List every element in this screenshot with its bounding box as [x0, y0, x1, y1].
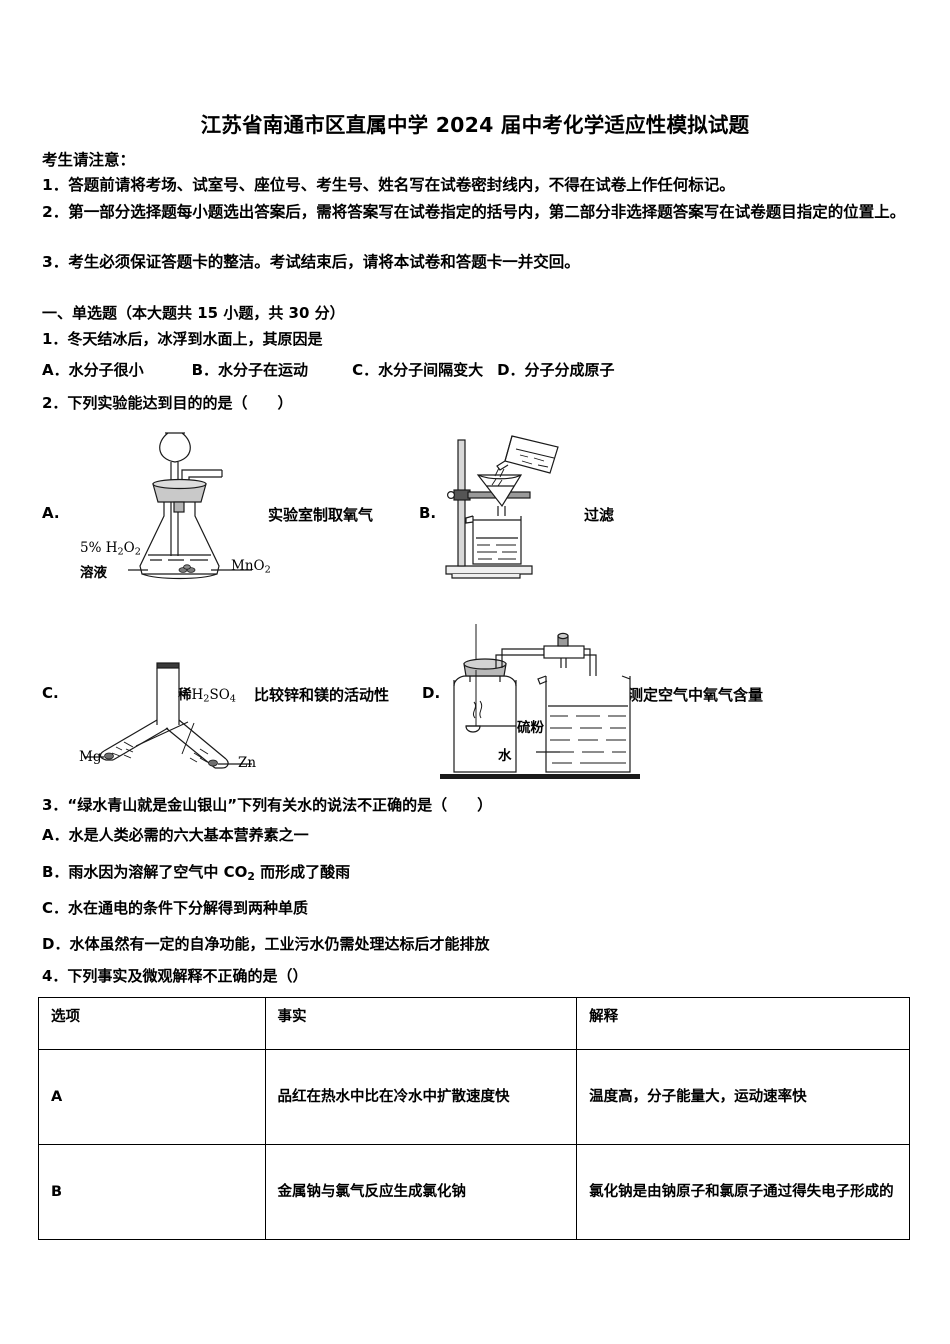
choice-letter-b: B.	[419, 504, 437, 522]
question-3-stem: 3．“绿水青山就是金山银山”下列有关水的说法不正确的是（ ）	[42, 796, 493, 814]
label-h2o2-solution-formula: 5% H2O2	[80, 540, 141, 558]
oxygen-content-apparatus-svg	[440, 624, 640, 779]
table-cell-option-b: B	[38, 1144, 266, 1240]
label-magnesium: Mg	[79, 749, 102, 765]
notice-line-3: 3．考生必须保证答题卡的整洁。考试结束后，请将本试卷和答题卡一并交回。	[42, 253, 580, 271]
figure-filtration	[442, 428, 572, 580]
question-1-stem: 1．冬天结冰后，冰浮到水面上，其原因是	[42, 330, 323, 348]
page-title: 江苏省南通市区直属中学 2024 届中考化学适应性模拟试题	[200, 113, 750, 137]
q3-option-c: C．水在通电的条件下分解得到两种单质	[42, 899, 309, 917]
table-row: B 金属钠与氯气反应生成氯化钠 氯化钠是由钠原子和氯原子通过得失电子形成的	[38, 1144, 910, 1240]
label-dilute-sulfuric-acid: 稀H2SO4	[178, 687, 236, 705]
y-tube-apparatus-svg	[84, 662, 252, 769]
notice-line-1: 1．答题前请将考场、试室号、座位号、考生号、姓名写在试卷密封线内，不得在试卷上作…	[42, 176, 735, 194]
choice-caption-a: 实验室制取氧气	[268, 506, 374, 524]
notice-heading: 考生请注意：	[42, 151, 136, 169]
q3-option-d: D．水体虽然有一定的自净功能，工业污水仍需处理达标后才能排放	[42, 935, 490, 953]
figure-oxygen-preparation	[128, 424, 288, 584]
question-4-stem: 4．下列事实及微观解释不正确的是（）	[42, 967, 308, 985]
table-cell-fact-b: 金属钠与氯气反应生成氯化钠	[264, 1144, 578, 1240]
choice-caption-c: 比较锌和镁的活动性	[254, 686, 390, 704]
label-mno2-catalyst: MnO2	[231, 558, 271, 576]
label-zinc: Zn	[238, 755, 257, 771]
label-sulfur-powder: 硫粉	[517, 720, 544, 736]
table-row: A 品红在热水中比在冷水中扩散速度快 温度高，分子能量大，运动速率快	[38, 1049, 910, 1145]
table-header-row: 选项 事实 解释	[38, 997, 910, 1050]
table-header-explanation: 解释	[576, 997, 910, 1050]
label-h2o2-solution-cn: 溶液	[80, 565, 107, 581]
table-cell-fact-a: 品红在热水中比在冷水中扩散速度快	[264, 1049, 578, 1145]
figure-oxygen-content	[440, 624, 655, 784]
table-cell-option-a: A	[38, 1049, 266, 1145]
oxygen-apparatus-svg	[128, 432, 252, 580]
table-cell-explanation-b: 氯化钠是由钠原子和氯原子通过得失电子形成的	[576, 1144, 910, 1240]
choice-caption-b: 过滤	[584, 506, 615, 524]
question-1-options: A．水分子很小 B．水分子在运动 C．水分子间隔变大 D．分子分成原子	[42, 359, 615, 380]
choice-letter-d: D.	[422, 684, 441, 702]
fact-explanation-table: 选项 事实 解释 A 品红在热水中比在冷水中扩散速度快 温度高，分子能量大，运动…	[38, 997, 910, 1240]
label-water: 水	[498, 748, 512, 764]
question-2-stem: 2．下列实验能达到目的的是（ ）	[42, 394, 293, 412]
section-heading: 一、单选题（本大题共 15 小题，共 30 分）	[42, 304, 345, 322]
filtration-apparatus-svg	[445, 435, 559, 579]
q1-option-c: C．水分子间隔变大	[352, 361, 484, 379]
q3-option-a: A．水是人类必需的六大基本营养素之一	[42, 826, 309, 844]
choice-letter-a: A.	[42, 504, 60, 522]
q1-option-d: D．分子分成原子	[497, 361, 615, 379]
notice-line-2: 2．第一部分选择题每小题选出答案后，需将答案写在试卷指定的括号内，第二部分非选择…	[42, 203, 906, 221]
choice-caption-d: 测定空气中氧气含量	[628, 686, 764, 704]
q3-option-b: B．雨水因为溶解了空气中 CO2 而形成了酸雨	[42, 863, 351, 884]
table-cell-explanation-a: 温度高，分子能量大，运动速率快	[576, 1049, 910, 1145]
choice-letter-c: C.	[42, 684, 59, 702]
table-header-fact: 事实	[264, 997, 578, 1050]
q1-option-b: B．水分子在运动	[191, 361, 309, 379]
q1-option-a: A．水分子很小	[42, 361, 144, 379]
table-header-option: 选项	[38, 997, 266, 1050]
figure-metal-activity	[76, 650, 276, 780]
